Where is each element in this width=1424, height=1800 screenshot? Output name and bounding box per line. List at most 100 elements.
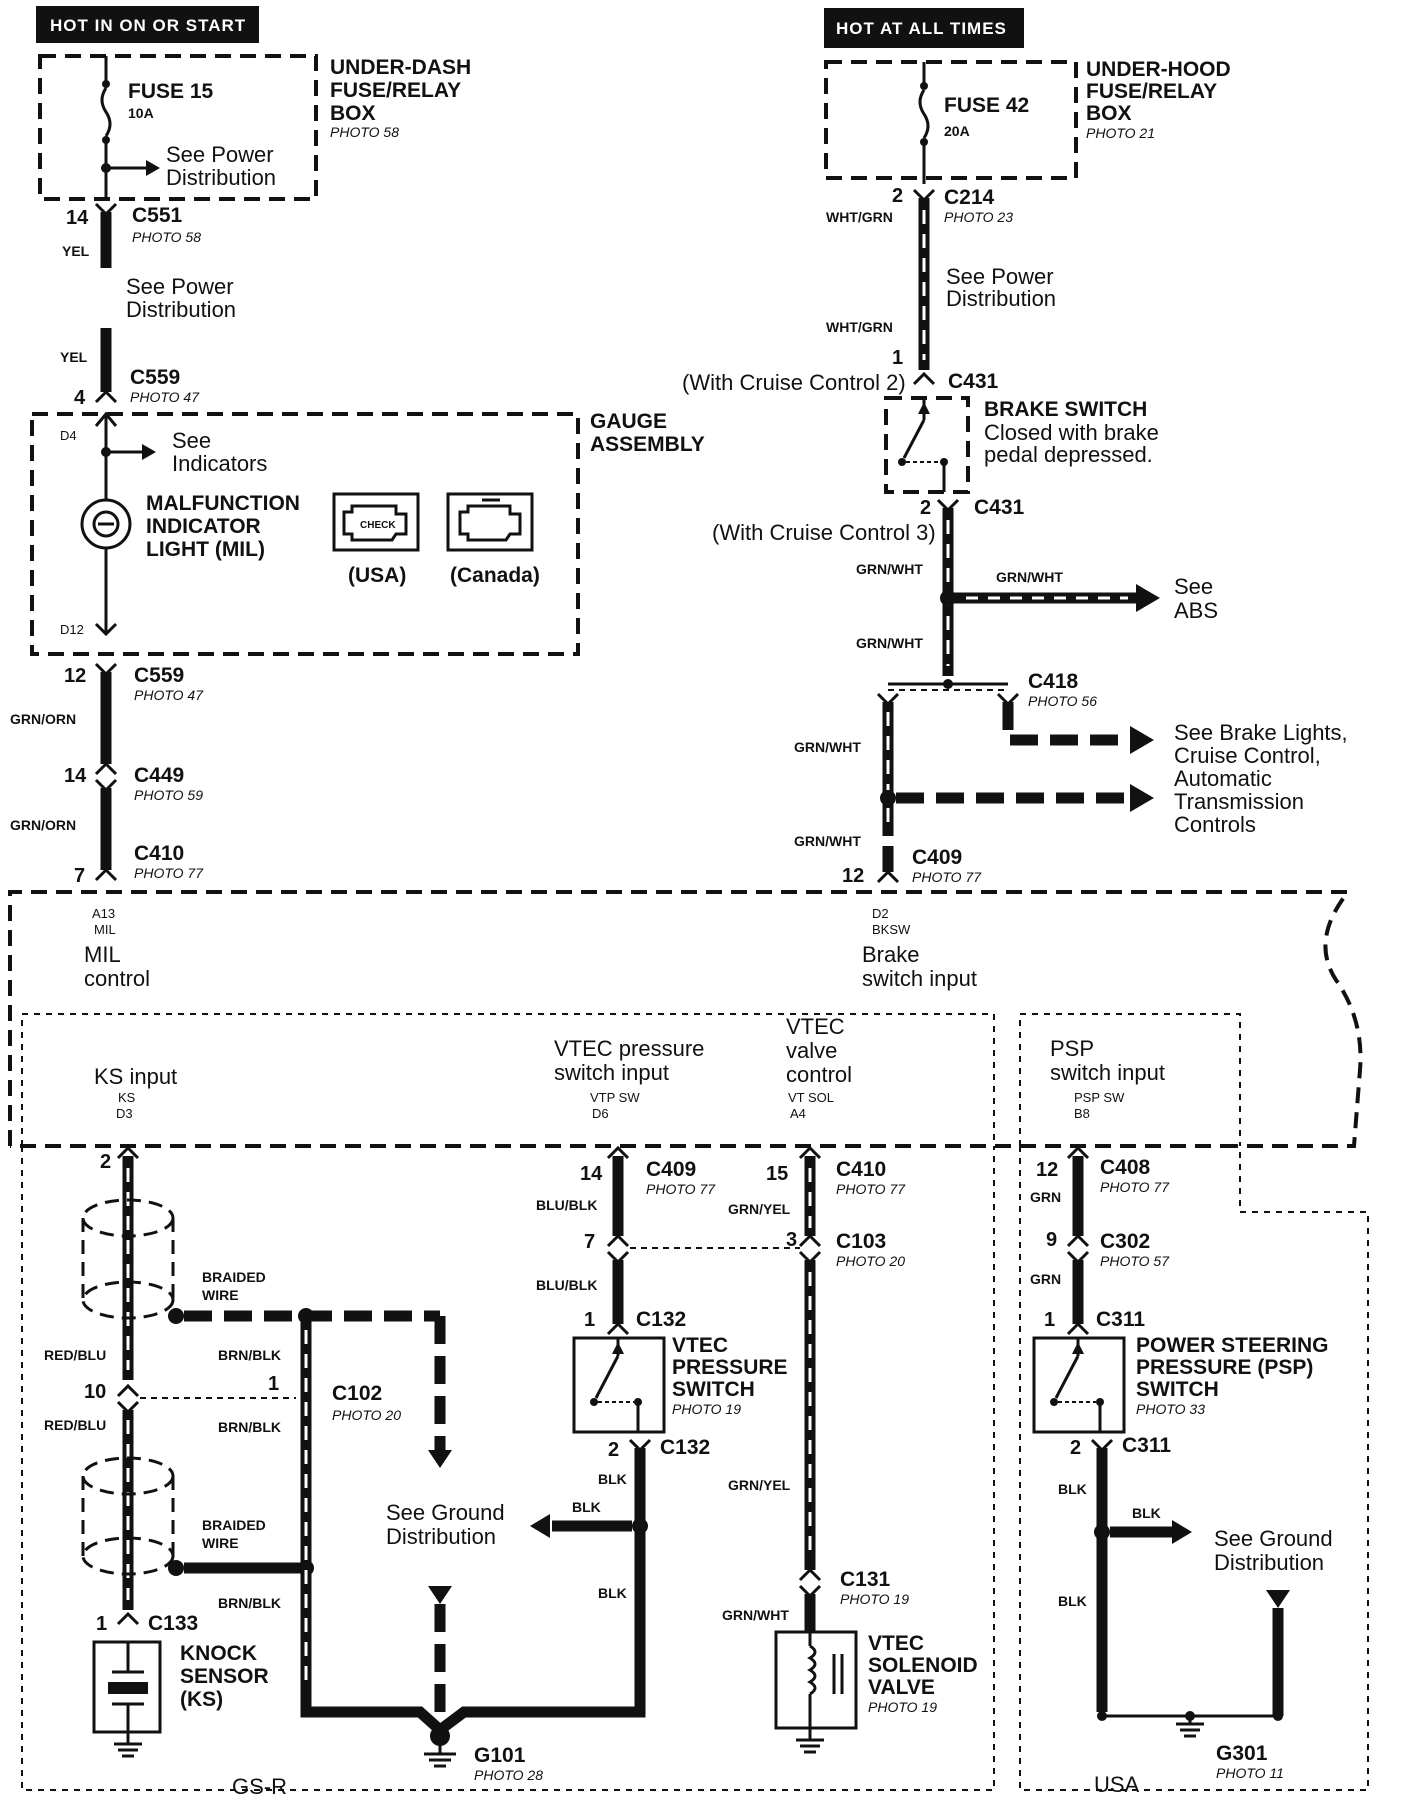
connector-c410-top <box>94 867 118 882</box>
ecm-psp-2: switch input <box>1050 1060 1165 1085</box>
knock-sensor-3: (KS) <box>180 1688 223 1711</box>
brake-switch-box <box>884 396 970 494</box>
fuse-42-label: FUSE 42 <box>944 94 1029 117</box>
psp-pin-9: 9 <box>1046 1229 1057 1251</box>
ecm-brake-input-1: Brake <box>862 942 919 967</box>
cruise-control-3: (With Cruise Control 3) <box>712 520 936 545</box>
transmission-arrow-icon <box>1130 784 1154 812</box>
connector-c103-right <box>798 1233 822 1265</box>
c133-pin: 1 <box>96 1613 107 1635</box>
c559b-pin: 12 <box>64 665 86 687</box>
fuse-42-amp: 20A <box>944 123 970 139</box>
ecm-ks-input: KS input <box>94 1064 177 1089</box>
vts-title-2: SOLENOID <box>868 1654 978 1677</box>
wire-grnorn-1-label: GRN/ORN <box>10 711 76 727</box>
grn-2-label: GRN <box>1030 1271 1061 1287</box>
brake-switch-desc-2: pedal depressed. <box>984 442 1153 467</box>
ecm-vtp-2: switch input <box>554 1060 669 1085</box>
c103-label: C103 <box>836 1230 886 1253</box>
c551-label: C551 <box>132 204 183 227</box>
vtp-photo: PHOTO 19 <box>672 1401 741 1417</box>
mil-label-1: MALFUNCTION <box>146 492 300 515</box>
see-indicators: See <box>172 428 211 453</box>
psp-photo: PHOTO 33 <box>1136 1401 1205 1417</box>
redblu-2-label: RED/BLU <box>44 1417 106 1433</box>
c559b-photo: PHOTO 47 <box>134 687 204 703</box>
vtp-title-1: VTEC <box>672 1334 728 1357</box>
vtp-ground-arrow-icon <box>530 1514 550 1538</box>
header-right: HOT AT ALL TIMES <box>836 19 1007 38</box>
vts-pin-15: 15 <box>766 1163 788 1185</box>
mil-label-2: INDICATOR <box>146 515 261 538</box>
usa-section-label: USA <box>1094 1772 1140 1797</box>
header-right-badge <box>824 8 1024 48</box>
vts-c410-photo: PHOTO 77 <box>836 1181 906 1197</box>
ecm-vtp-1: VTEC pressure <box>554 1036 704 1061</box>
redblu-1-label: RED/BLU <box>44 1347 106 1363</box>
vts-title-3: VALVE <box>868 1676 935 1699</box>
c559a-pin: 4 <box>74 387 86 409</box>
psp-blk-3: BLK <box>1058 1593 1087 1609</box>
wire-grnwht-1-label: GRN/WHT <box>856 561 923 577</box>
check-engine-usa-icon: CHECK <box>332 492 420 552</box>
canada-label: (Canada) <box>450 564 540 587</box>
connector-c431-top <box>912 371 936 386</box>
c302-label: C302 <box>1100 1230 1150 1253</box>
c431b-label: C431 <box>974 496 1025 519</box>
psp-ground-arrow-icon <box>1172 1520 1192 1544</box>
c418-label: C418 <box>1028 670 1079 693</box>
brnblk-3-label: BRN/BLK <box>218 1595 281 1611</box>
vts-photo: PHOTO 19 <box>868 1699 937 1715</box>
ks-pin-2: 2 <box>100 1151 111 1173</box>
c214-photo: PHOTO 23 <box>944 209 1013 225</box>
c431-pin-1: 1 <box>892 347 903 369</box>
connector-c410-pin15 <box>798 1145 822 1160</box>
c103-photo: PHOTO 20 <box>836 1253 905 1269</box>
psp-switch-icon <box>1032 1336 1126 1434</box>
see-brake-lights-3: Automatic <box>1174 766 1272 791</box>
wire-to-g101-right <box>436 1526 646 1735</box>
abs-arrow-icon <box>1136 584 1160 612</box>
usa-frame <box>1019 1146 1369 1791</box>
ecm-psp-1: PSP <box>1050 1036 1094 1061</box>
gauge-title-2: ASSEMBLY <box>590 433 705 456</box>
vtp-blk-2: BLK <box>572 1499 601 1515</box>
right-see-power: See Power <box>946 264 1054 289</box>
c418-photo: PHOTO 56 <box>1028 693 1097 709</box>
c132a-label: C132 <box>636 1308 686 1331</box>
ecm-vts-2: valve <box>786 1038 837 1063</box>
connector-c302 <box>1066 1233 1090 1265</box>
vtec-solenoid-icon <box>774 1630 858 1754</box>
psp-title-3: SWITCH <box>1136 1378 1219 1401</box>
c102-photo: PHOTO 20 <box>332 1407 401 1423</box>
ecm-a13: A13 <box>92 906 115 921</box>
knock-sensor-2: SENSOR <box>180 1665 269 1688</box>
ecm-gsr-inner <box>21 1013 995 1146</box>
underdash-title-3: BOX <box>330 102 376 125</box>
g301-ground-icon <box>1176 1711 1204 1738</box>
vtp-c409-label: C409 <box>646 1158 696 1181</box>
grnyel-2-label: GRN/YEL <box>728 1477 791 1493</box>
connector-c311-top <box>1066 1321 1090 1336</box>
gsr-frame <box>21 1146 995 1791</box>
g101-ground-icon <box>424 1726 456 1768</box>
underdash-see-power-2: Distribution <box>166 165 276 190</box>
vtp-blk-3: BLK <box>598 1585 627 1601</box>
mil-lamp-icon <box>80 411 156 637</box>
c214-label: C214 <box>944 186 995 209</box>
c409-label: C409 <box>912 846 962 869</box>
header-left: HOT IN ON OR START <box>50 16 246 35</box>
see-brake-lights-4: Transmission <box>1174 789 1304 814</box>
connector-c132-top <box>606 1321 630 1336</box>
connector-c559-top <box>94 389 118 404</box>
ecm-usa-inner <box>1019 1013 1241 1146</box>
blublk-1-label: BLU/BLK <box>536 1197 597 1213</box>
psp-title-1: POWER STEERING <box>1136 1334 1329 1357</box>
cruise-control-2: (With Cruise Control 2) <box>682 370 906 395</box>
mil-label-3: LIGHT (MIL) <box>146 538 265 561</box>
c551-pin: 14 <box>66 207 89 229</box>
wire-yel-2-label: YEL <box>60 349 88 365</box>
brnblk-1-label: BRN/BLK <box>218 1347 281 1363</box>
ecm-mil-code: MIL <box>94 922 116 937</box>
c410-label: C410 <box>134 842 184 865</box>
